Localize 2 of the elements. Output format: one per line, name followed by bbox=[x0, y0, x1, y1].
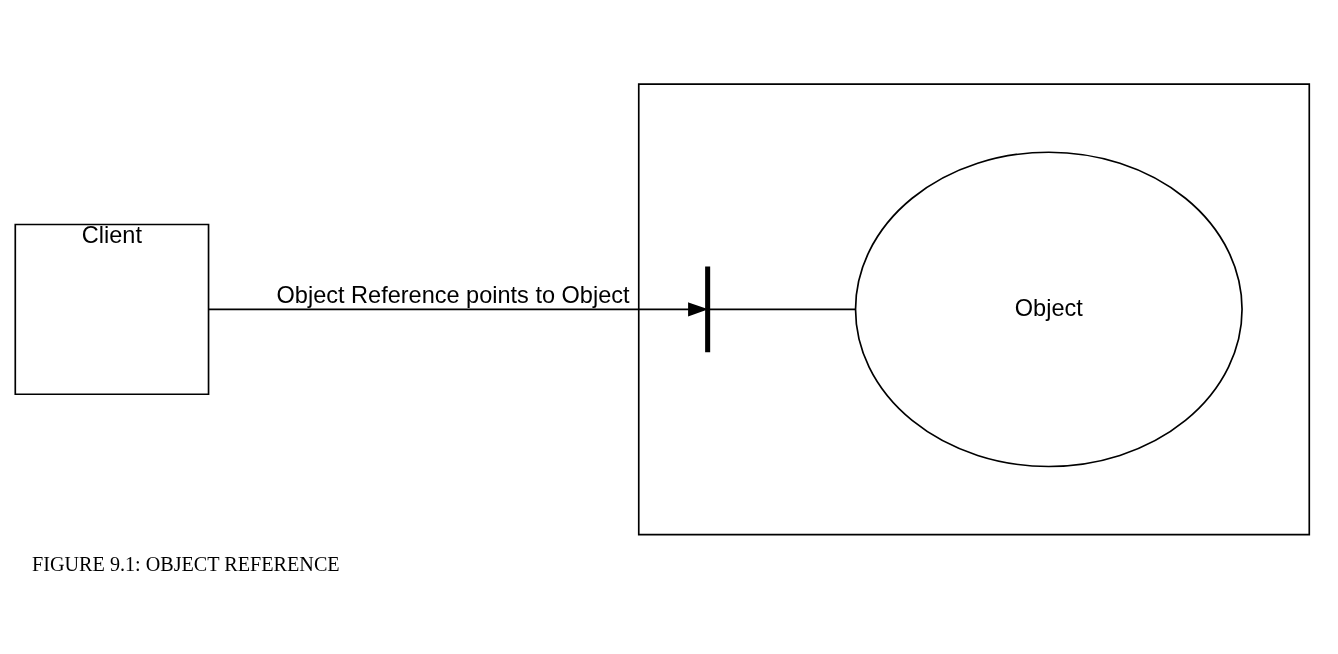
caption: FIGURE 9.1: OBJECT REFERENCE bbox=[32, 552, 340, 575]
edge-label: Object Reference points to Object bbox=[276, 281, 630, 308]
